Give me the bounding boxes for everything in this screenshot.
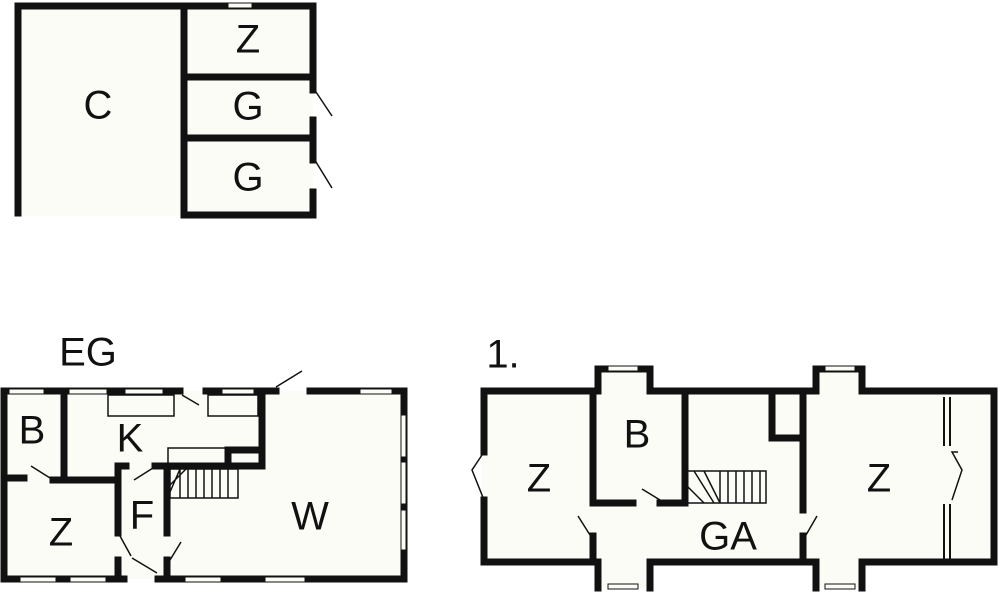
first-floor-plan: 1. Z B GA Z: [471, 333, 998, 592]
staircase: [685, 470, 767, 504]
room-label-z-left: Z: [527, 457, 551, 501]
room-label-g2: G: [232, 156, 263, 200]
room-label-c: C: [84, 84, 113, 128]
ground-floor-plan: EG B K Z F W: [0, 331, 408, 583]
room-label-k: K: [117, 417, 144, 461]
room-label-z: Z: [49, 511, 73, 555]
room-label-b: B: [19, 409, 46, 453]
room-label-f: F: [130, 494, 154, 538]
room-label-z-right: Z: [867, 457, 891, 501]
staircase: [169, 468, 239, 499]
outbuilding-plan: C Z G G: [14, 2, 333, 219]
room-label-ga: GA: [699, 515, 757, 559]
first-floor-title: 1.: [486, 333, 519, 377]
room-label-g1: G: [232, 85, 263, 129]
room-label-z: Z: [236, 18, 260, 62]
room-label-w: W: [291, 495, 329, 539]
room-label-b: B: [624, 413, 651, 457]
ground-floor-title: EG: [59, 331, 117, 375]
